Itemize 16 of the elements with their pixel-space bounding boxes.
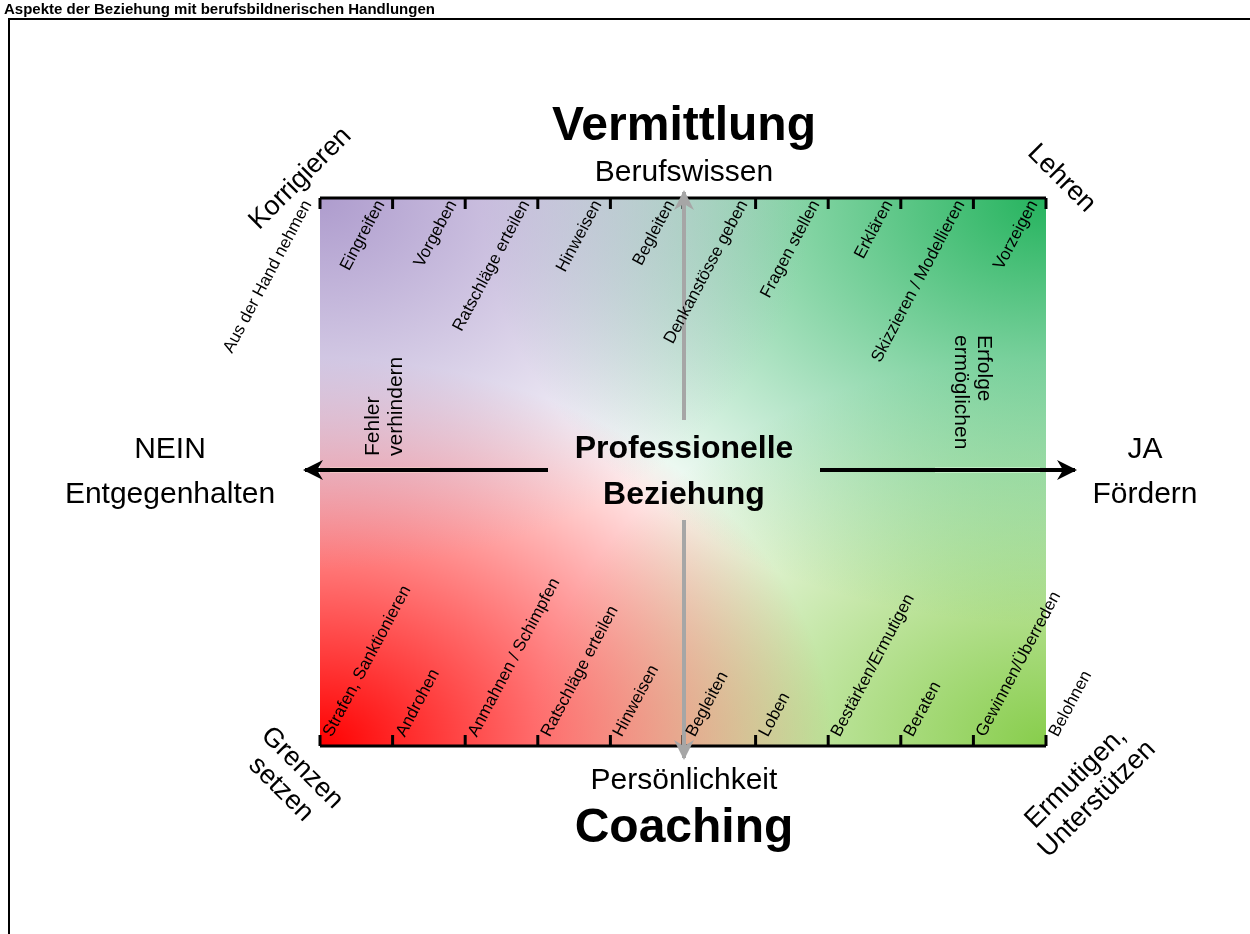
- arrow: [820, 460, 1077, 480]
- pole-heading: Vermittlung: [552, 96, 816, 153]
- pole-label: NEIN: [134, 430, 206, 466]
- axis-label: Erfolge ermöglichen: [950, 335, 998, 452]
- pole-heading: Berufswissen: [594, 152, 774, 189]
- center-label: Professionelle Beziehung: [573, 427, 795, 513]
- page-title: Aspekte der Beziehung mit berufsbildnerischen Handlungen: [4, 0, 435, 17]
- pole-heading: Persönlichkeit: [590, 761, 778, 798]
- pole-label: Entgegenhalten: [64, 475, 276, 511]
- arrow: [674, 190, 694, 420]
- arrow: [674, 520, 694, 760]
- axis-label: Fehler verhindern: [359, 355, 407, 456]
- pole-heading: Coaching: [574, 798, 794, 855]
- pole-label: Fördern: [1092, 475, 1198, 511]
- arrow: [303, 460, 548, 480]
- pole-label: JA: [1127, 430, 1163, 466]
